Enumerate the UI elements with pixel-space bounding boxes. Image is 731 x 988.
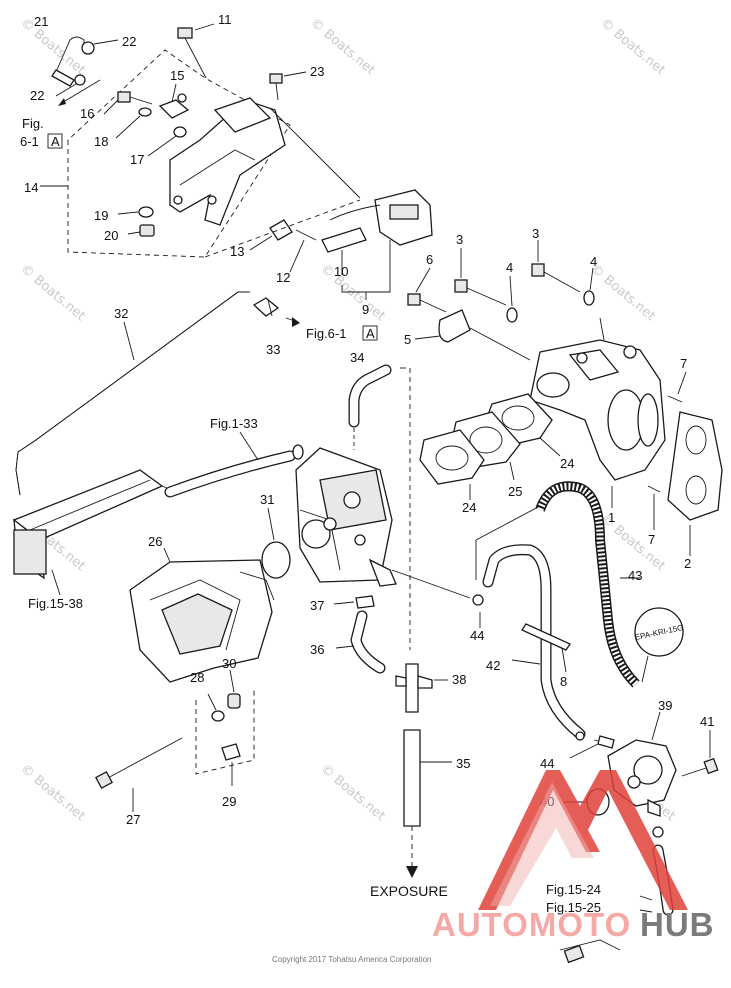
callout-36: 36 — [310, 642, 324, 657]
automotohub-logo: AUTOMOTO HUB — [432, 770, 715, 943]
watermark: © Boats.net — [17, 16, 87, 78]
callout-34: 34 — [350, 350, 364, 365]
callout-16: 16 — [80, 106, 94, 121]
callout-28: 28 — [190, 670, 204, 685]
epa-tag: EPA-KRI-15G — [634, 607, 684, 683]
ref-fig15-24: Fig.15-24 — [546, 882, 601, 897]
callout-38: 38 — [452, 672, 466, 687]
callout-26: 26 — [148, 534, 162, 549]
air-silencer-26 — [129, 547, 275, 683]
fuel-line-32 — [15, 291, 300, 496]
callout-7: 7 — [680, 356, 687, 371]
watermark: © Boats.net — [597, 16, 667, 78]
callout-39: 39 — [658, 698, 672, 713]
callout-5: 5 — [404, 332, 411, 347]
callout-22: 22 — [122, 34, 136, 49]
watermark: © Boats.net — [317, 262, 387, 324]
callout-23: 23 — [310, 64, 324, 79]
callout-31: 31 — [260, 492, 274, 507]
callout-12: 12 — [276, 270, 290, 285]
callout-43: 43 — [628, 568, 642, 583]
callout-9: 9 — [362, 302, 369, 317]
callout-8: 8 — [560, 674, 567, 689]
callout-15: 15 — [170, 68, 184, 83]
callout-7: 7 — [648, 532, 655, 547]
carburetor — [295, 447, 397, 587]
ref-fig1-33: Fig.1-33 — [210, 416, 258, 431]
callout-19: 19 — [94, 208, 108, 223]
callout-24: 24 — [462, 500, 476, 515]
fuel-hoses — [391, 481, 640, 745]
watermark: © Boats.net — [17, 262, 87, 324]
callout-numbers: 1 2 3 3 4 4 5 6 7 7 8 9 10 11 12 13 14 1… — [24, 12, 714, 827]
linkage-assembly — [40, 23, 433, 300]
callout-14: 14 — [24, 180, 38, 195]
o-ring-31 — [261, 507, 291, 579]
callout-25: 25 — [508, 484, 522, 499]
callout-33: 33 — [266, 342, 280, 357]
callout-37: 37 — [310, 598, 324, 613]
ref-fig6-1-top-num: 6-1 — [20, 134, 39, 149]
ref-fig15-38: Fig.15-38 — [28, 596, 83, 611]
watermark: © Boats.net — [17, 762, 87, 824]
elbow-hose-34 — [348, 364, 411, 650]
bolt-27 — [95, 669, 255, 812]
ref-box-a: A — [51, 134, 60, 149]
callout-17: 17 — [130, 152, 144, 167]
ref-fig15-25: Fig.15-25 — [546, 900, 601, 915]
callout-29: 29 — [222, 794, 236, 809]
callout-20: 20 — [104, 228, 118, 243]
logo-text-hub: HUB — [640, 906, 715, 943]
callout-10: 10 — [334, 264, 348, 279]
callout-21: 21 — [34, 14, 48, 29]
figure-references: Fig. 6-1 A Fig.6-1 A Fig.1-33 Fig.15-38 … — [20, 116, 601, 915]
callout-22: 22 — [30, 88, 44, 103]
callout-3: 3 — [532, 226, 539, 241]
callout-2: 2 — [684, 556, 691, 571]
callout-24: 24 — [560, 456, 574, 471]
intake-manifold-assembly — [407, 240, 723, 556]
copyright-text: Copyright 2017 Tohatsu America Corporati… — [272, 955, 432, 964]
callout-42: 42 — [486, 658, 500, 673]
watermark: © Boats.net — [317, 762, 387, 824]
ref-fig6-1-mid: Fig.6-1 — [306, 326, 346, 341]
callout-6: 6 — [426, 252, 433, 267]
callout-3: 3 — [456, 232, 463, 247]
callout-30: 30 — [222, 656, 236, 671]
callout-4: 4 — [506, 260, 513, 275]
ref-box-a: A — [366, 326, 375, 341]
watermark: © Boats.net — [587, 262, 657, 324]
callout-13: 13 — [230, 244, 244, 259]
callout-18: 18 — [94, 134, 108, 149]
ref-fig6-1-top: Fig. — [22, 116, 44, 131]
callout-1: 1 — [608, 510, 615, 525]
drain-hose-assembly — [333, 595, 452, 878]
callout-4: 4 — [590, 254, 597, 269]
silencer-tube — [12, 469, 177, 596]
callout-11: 11 — [218, 12, 232, 27]
watermarks: © Boats.net © Boats.net © Boats.net © Bo… — [17, 16, 677, 824]
callout-27: 27 — [126, 812, 140, 827]
callout-44: 44 — [470, 628, 484, 643]
callout-41: 41 — [700, 714, 714, 729]
callout-35: 35 — [456, 756, 470, 771]
callout-32: 32 — [114, 306, 128, 321]
ref-exposure: EXPOSURE — [370, 883, 448, 899]
callout-44: 44 — [540, 756, 554, 771]
hose-fig1-33 — [164, 431, 304, 498]
logo-text-automoto: AUTOMOTO — [432, 906, 631, 943]
